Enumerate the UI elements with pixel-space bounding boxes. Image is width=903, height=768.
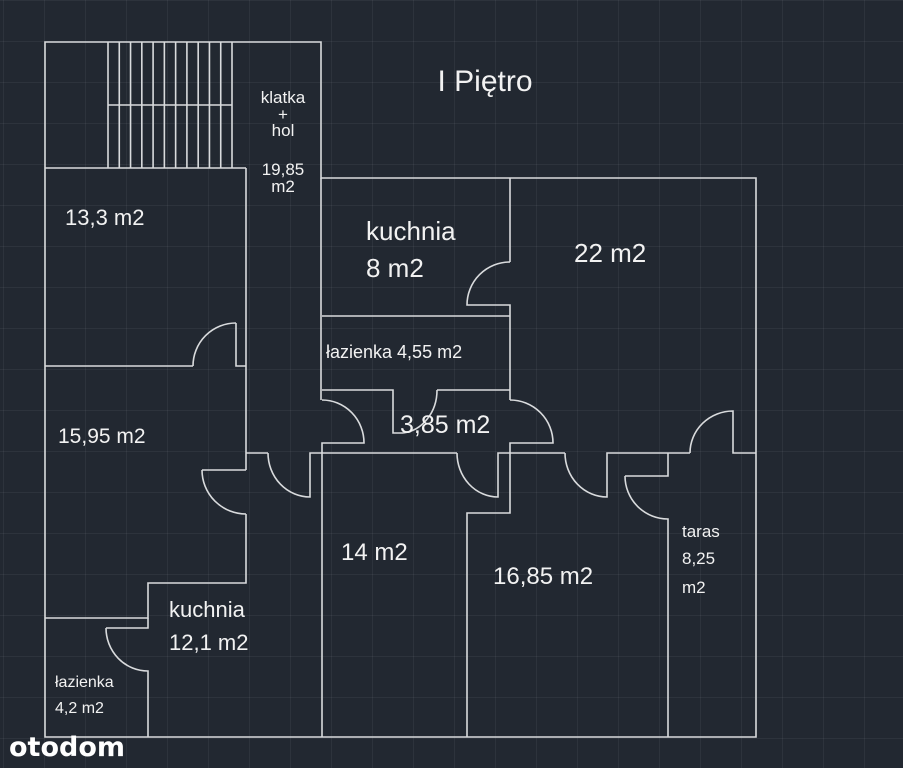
stair-hall-name: klatka xyxy=(261,88,306,107)
room-14-area: 14 m2 xyxy=(341,539,408,566)
stair-hall-plus: + xyxy=(278,105,288,124)
kitchen-top-area: 8 m2 xyxy=(366,253,424,283)
room-22-area: 22 m2 xyxy=(574,238,646,268)
room-1685-area: 16,85 m2 xyxy=(493,563,593,590)
room-b-area: 15,95 m2 xyxy=(58,425,146,448)
kitchen-top-name: kuchnia xyxy=(366,216,456,246)
stair-hall-area: 19,85 xyxy=(262,160,305,179)
kitchen-bottom-area: 12,1 m2 xyxy=(169,630,249,655)
floor-title: I Piętro xyxy=(437,65,532,98)
otodom-logo: otodom xyxy=(9,732,125,763)
stair-hall-name-2: hol xyxy=(272,121,295,140)
terrace-unit: m2 xyxy=(682,578,706,597)
bath-top-label: łazienka 4,55 m2 xyxy=(326,342,462,362)
bath-bottom-area: 4,2 m2 xyxy=(55,700,104,717)
room-a-area: 13,3 m2 xyxy=(65,205,145,230)
bath-bottom-name: łazienka xyxy=(55,674,114,691)
stair-hall-label: klatka + hol 19,85 m2 xyxy=(261,88,306,196)
terrace-name: taras xyxy=(682,522,720,541)
walls xyxy=(44,41,757,738)
stair-hall-unit: m2 xyxy=(271,177,295,196)
hall-small-area: 3,85 m2 xyxy=(400,411,490,439)
kitchen-bottom-name: kuchnia xyxy=(169,597,246,622)
terrace-area: 8,25 xyxy=(682,549,715,568)
